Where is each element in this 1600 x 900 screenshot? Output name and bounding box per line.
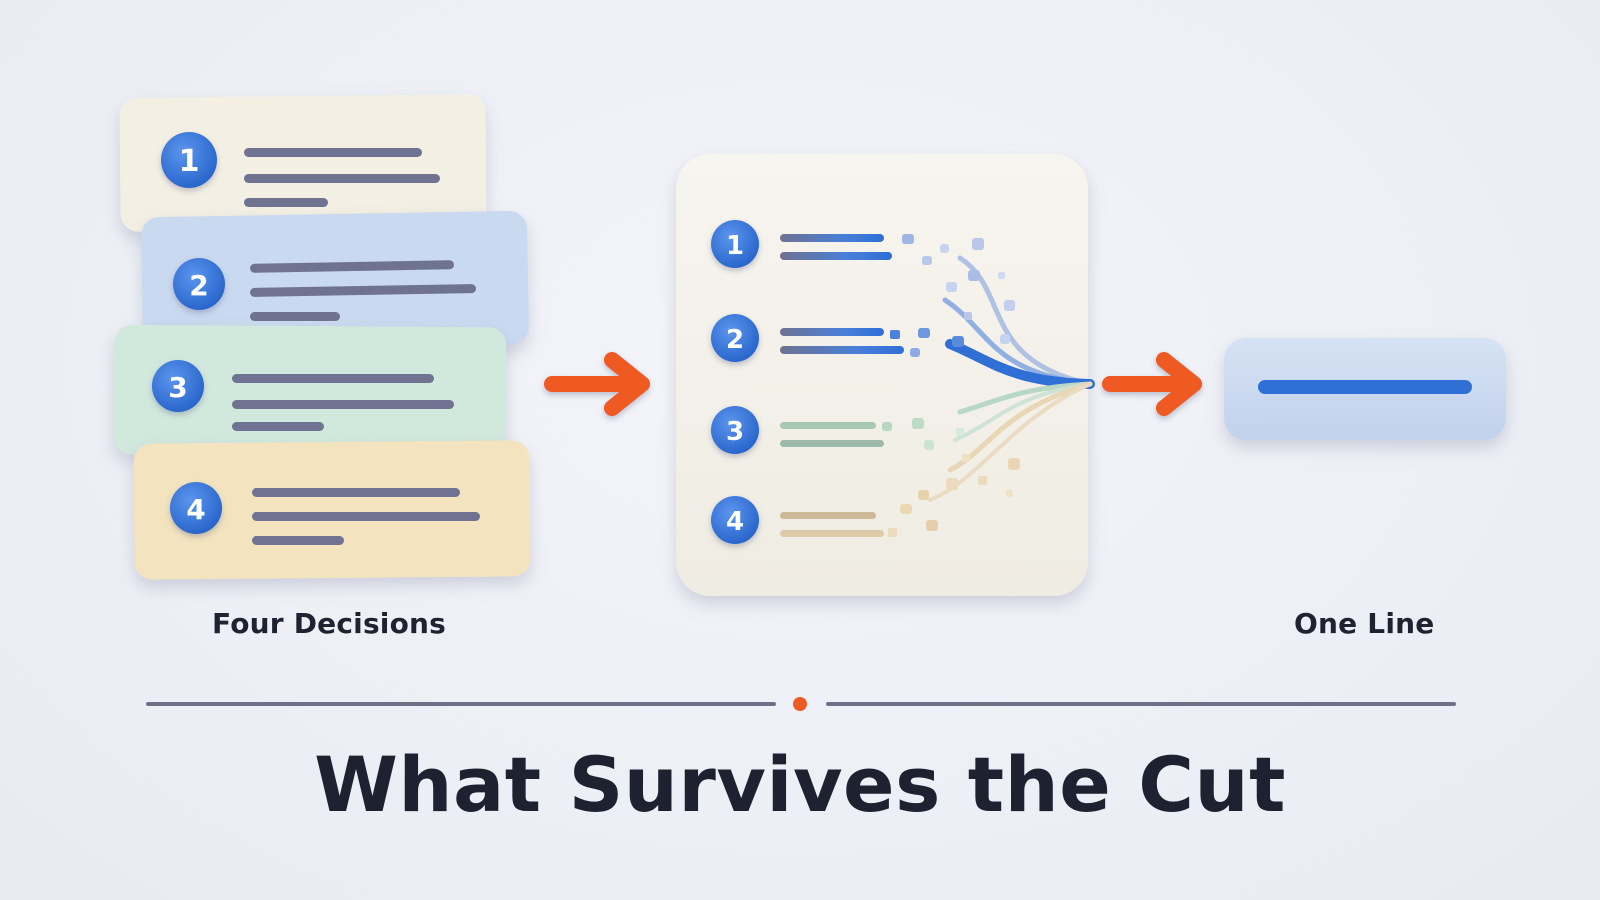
text-line-placeholder xyxy=(244,148,422,157)
divider-left xyxy=(146,702,776,706)
text-line-placeholder xyxy=(250,284,476,297)
number-badge-1-label: 1 xyxy=(179,144,200,179)
text-line-placeholder xyxy=(250,312,340,321)
text-line-placeholder xyxy=(252,536,344,545)
funnel-row-3: 3 xyxy=(711,406,884,454)
decision-card-3: 3 xyxy=(113,324,507,458)
funnel-row-1-number: 1 xyxy=(726,231,744,261)
surviving-line xyxy=(1258,380,1472,394)
output-line-card xyxy=(1224,338,1506,440)
page-title: What Survives the Cut xyxy=(314,740,1286,829)
number-badge-4-icon xyxy=(170,482,222,534)
number-badge-2-label: 2 xyxy=(189,269,208,302)
text-line-placeholder xyxy=(252,488,460,497)
number-badge-4-label: 4 xyxy=(186,493,205,526)
number-badge-3-label: 3 xyxy=(168,371,187,404)
decision-card-1: 1 xyxy=(119,94,487,232)
text-line-placeholder xyxy=(252,512,480,521)
decision-card-4: 4 xyxy=(133,440,531,580)
divider-right xyxy=(826,702,1456,706)
text-line-placeholder xyxy=(244,174,440,183)
funnel-row-3-number: 3 xyxy=(726,417,744,447)
number-badge-2-icon xyxy=(711,314,759,362)
number-badge-3-icon xyxy=(152,360,204,412)
funnel-row-4: 4 xyxy=(711,496,884,544)
number-badge-4-icon xyxy=(711,496,759,544)
text-line-placeholder xyxy=(244,198,328,207)
arrow-right-icon xyxy=(544,352,650,416)
text-line-placeholder xyxy=(232,374,434,383)
text-line-placeholder xyxy=(232,400,454,409)
funnel-row-2: 2 xyxy=(711,314,904,362)
text-line-placeholder xyxy=(232,422,324,431)
caption-four-decisions: Four Decisions xyxy=(212,607,447,640)
convergence-streams xyxy=(928,255,1095,502)
funnel-row-1: 1 xyxy=(711,220,892,268)
funnel-row-2-number: 2 xyxy=(726,325,744,355)
divider-dot xyxy=(793,697,807,711)
decision-card-2: 2 xyxy=(141,210,529,352)
funnel-panel: 1 2 3 4 xyxy=(676,154,1095,596)
arrow-right-icon xyxy=(1102,352,1202,416)
number-badge-1-icon xyxy=(711,220,759,268)
caption-one-line: One Line xyxy=(1294,607,1435,640)
decision-card-stack: 1 2 3 xyxy=(113,94,531,580)
funnel-row-4-number: 4 xyxy=(726,507,744,537)
number-badge-3-icon xyxy=(711,406,759,454)
text-line-placeholder xyxy=(250,260,454,273)
number-badge-2-icon xyxy=(173,258,225,310)
dissolving-particles xyxy=(882,234,1020,537)
number-badge-1-icon xyxy=(161,132,217,188)
